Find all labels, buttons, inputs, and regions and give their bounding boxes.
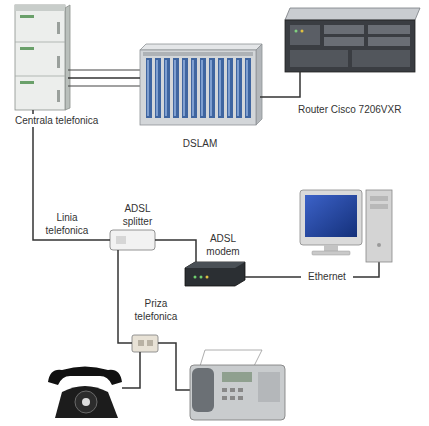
wire — [68, 85, 140, 86]
device-node: DSLAM — [140, 45, 260, 125]
dslam-chassis — [140, 44, 262, 125]
modem-device — [185, 262, 245, 286]
device-label: Priza telefonica — [130, 297, 182, 323]
device-label: Centrala telefonica — [13, 114, 121, 127]
device-node: Centrala telefonica — [15, 5, 68, 110]
device-label: ADSL splitter — [110, 202, 165, 228]
exchange-cabinet — [15, 5, 70, 110]
jack-port — [147, 340, 153, 346]
wire — [68, 69, 140, 70]
fax-machine — [190, 350, 285, 420]
connector-line — [118, 250, 132, 343]
device-node: ADSL modem — [185, 262, 245, 286]
link-label: Ethernet — [301, 270, 353, 283]
device-label: Router Cisco 7206VXR — [298, 103, 418, 116]
computer — [300, 190, 392, 262]
connector-line — [33, 110, 110, 240]
connector-line — [155, 240, 196, 262]
device-node: Priza telefonica — [132, 335, 158, 352]
jack-port — [138, 340, 144, 346]
rotary-phone — [48, 367, 122, 419]
device-label: DSLAM — [160, 137, 240, 150]
fax-wire — [158, 343, 190, 390]
edge-label: Linia telefonica — [40, 211, 94, 237]
device-node: ADSL splitter — [110, 230, 155, 250]
phone-wire — [122, 352, 140, 388]
device-label: ADSL modem — [200, 232, 246, 258]
connector-line — [68, 77, 140, 79]
router-chassis — [285, 8, 420, 72]
splitter-device — [110, 230, 155, 250]
jack-device — [132, 335, 158, 352]
device-node: Router Cisco 7206VXR — [285, 8, 415, 72]
splitter-port — [116, 236, 126, 244]
connector-line — [260, 72, 300, 97]
